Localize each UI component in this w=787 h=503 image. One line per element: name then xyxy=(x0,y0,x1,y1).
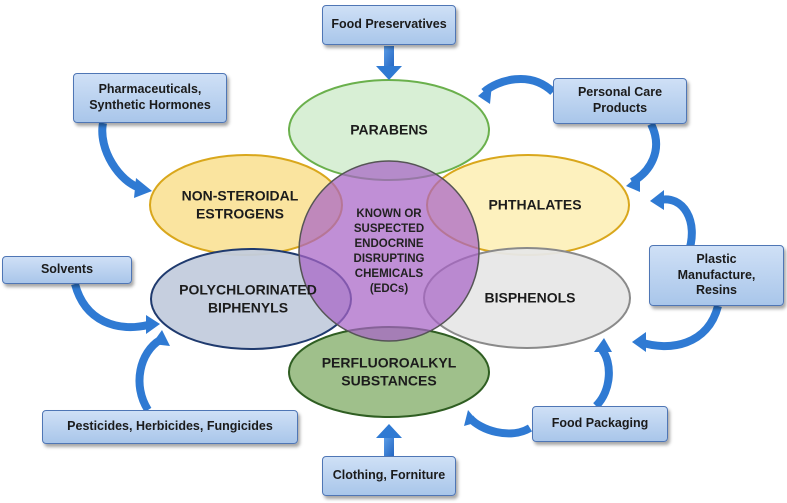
source-pharmaceuticals-line-2: Synthetic Hormones xyxy=(89,98,211,112)
non-steroidal-estrogens-line-2: ESTROGENS xyxy=(196,205,284,221)
arrowhead-pharmaceuticals xyxy=(134,178,152,198)
arrow-personal-care-right xyxy=(629,122,660,186)
arrow-food-preservatives xyxy=(376,46,402,80)
source-personal-care: Personal Care Products xyxy=(553,78,687,124)
source-personal-care-line-2: Products xyxy=(592,101,648,115)
arrow-plastic xyxy=(659,195,696,256)
arrowhead-plastic xyxy=(650,190,664,210)
source-personal-care-line-1: Personal Care xyxy=(577,85,663,100)
source-solvents-label: Solvents xyxy=(40,262,94,277)
perfluoroalkyl-substances-line-2: SUBSTANCES xyxy=(341,372,437,388)
arrow-plastic-lower xyxy=(638,304,722,351)
polychlorinated-biphenyls-line-1: POLYCHLORINATED xyxy=(179,281,317,298)
center-line-1: KNOWN OR xyxy=(356,208,422,221)
arrowhead-pesticides xyxy=(152,330,170,346)
center-line-3: ENDOCRINE xyxy=(354,238,424,251)
arrow-personal-care-left xyxy=(481,75,556,96)
arrow-solvents xyxy=(71,282,149,332)
center-circle xyxy=(298,160,480,342)
non-steroidal-estrogens-label: NON-STEROIDAL ESTROGENS xyxy=(182,188,299,223)
arrowhead-food-packaging-up xyxy=(594,338,612,352)
parabens-label: PARABENS xyxy=(350,121,428,138)
arrowhead-plastic-lower xyxy=(632,332,646,352)
arrow-clothing xyxy=(376,424,402,456)
arrow-pesticides xyxy=(135,336,163,413)
source-food-packaging: Food Packaging xyxy=(532,406,668,442)
arrowhead-personal-care-left xyxy=(478,84,492,104)
perfluoroalkyl-substances-label: PERFLUOROALKYL SUBSTANCES xyxy=(322,355,457,390)
arrowhead-food-packaging-left xyxy=(464,410,478,426)
non-steroidal-estrogens-line-1: NON-STEROIDAL xyxy=(181,187,299,204)
source-plastic: Plastic Manufacture, Resins xyxy=(649,245,784,306)
arrow-food-packaging-left xyxy=(466,415,533,438)
center-line-2: SUSPECTED xyxy=(353,223,425,236)
arrow-pharmaceuticals xyxy=(98,122,142,192)
arrow-food-packaging-up xyxy=(592,347,613,409)
bisphenols-label: BISPHENOLS xyxy=(484,289,576,306)
source-plastic-line-2: Manufacture, xyxy=(677,267,756,282)
source-food-packaging-label: Food Packaging xyxy=(551,416,649,431)
source-pesticides: Pesticides, Herbicides, Fungicides xyxy=(42,410,298,444)
phthalates-label: PHTHALATES xyxy=(488,196,582,213)
center-label: KNOWN OR SUSPECTED ENDOCRINE DISRUPTING … xyxy=(354,207,425,297)
source-clothing-label: Clothing, Forniture xyxy=(332,468,446,483)
polychlorinated-biphenyls-line-2: BIPHENYLS xyxy=(207,299,289,315)
center-line-5: CHEMICALS xyxy=(354,267,424,280)
source-food-preservatives-label: Food Preservatives xyxy=(331,17,447,32)
arrowhead-solvents xyxy=(146,315,160,334)
polychlorinated-biphenyls-label: POLYCHLORINATED BIPHENYLS xyxy=(179,282,317,317)
source-pharmaceuticals: Pharmaceuticals, Synthetic Hormones xyxy=(73,73,227,123)
perfluoroalkyl-substances-line-1: PERFLUOROALKYL xyxy=(321,354,457,371)
arrowhead-personal-care-right xyxy=(626,174,640,192)
source-plastic-line-1: Plastic xyxy=(696,252,737,267)
source-food-preservatives: Food Preservatives xyxy=(322,5,456,45)
source-pesticides-label: Pesticides, Herbicides, Fungicides xyxy=(67,419,273,434)
source-clothing: Clothing, Forniture xyxy=(322,456,456,496)
source-solvents: Solvents xyxy=(2,256,132,284)
center-line-6: (EDCs) xyxy=(369,282,409,295)
center-line-4: DISRUPTING xyxy=(353,253,425,265)
source-pharmaceuticals-line-1: Pharmaceuticals, xyxy=(98,82,202,97)
source-plastic-line-3: Resins xyxy=(695,283,737,298)
